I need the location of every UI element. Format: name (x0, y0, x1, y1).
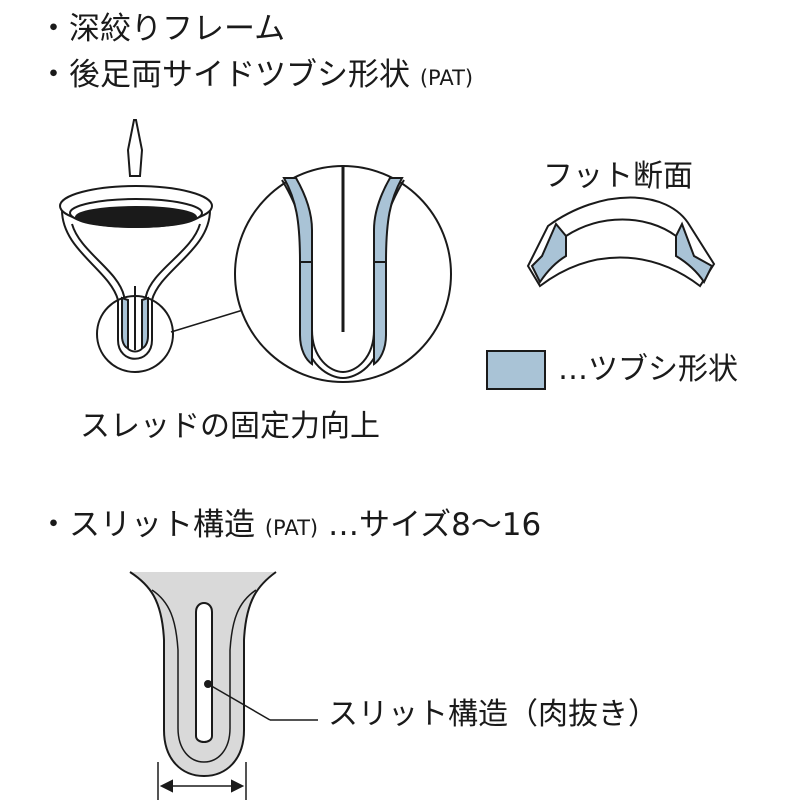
bullet: ・ (38, 57, 69, 93)
feature-crush-shape: ・後足両サイドツブシ形状 (PAT) (38, 60, 473, 91)
size-range: …サイズ8〜16 (328, 507, 542, 543)
bullet: ・ (38, 11, 69, 47)
slit-caption: スリット構造（肉抜き） (328, 697, 658, 732)
feature-slit-structure: ・スリット構造 (PAT) …サイズ8〜16 (38, 510, 541, 541)
feature-text: 深絞りフレーム (69, 11, 286, 47)
foot-section-label: フット断面 (543, 159, 693, 194)
guide-illustration (59, 119, 244, 373)
patent-mark: (PAT) (419, 66, 474, 90)
foot-cross-section (526, 196, 716, 288)
patent-mark: (PAT) (264, 516, 319, 540)
zoom-detail (234, 165, 452, 383)
bullet: ・ (38, 507, 69, 543)
thread-caption: スレッドの固定力向上 (80, 409, 380, 444)
slit-illustration (129, 571, 318, 800)
feature-text: スリット構造 (69, 507, 255, 543)
legend-label: …ツブシ形状 (558, 352, 738, 387)
feature-text: 後足両サイドツブシ形状 (69, 57, 410, 93)
feature-deep-drawn-frame: ・深絞りフレーム (38, 14, 285, 45)
legend-swatch (486, 350, 546, 390)
